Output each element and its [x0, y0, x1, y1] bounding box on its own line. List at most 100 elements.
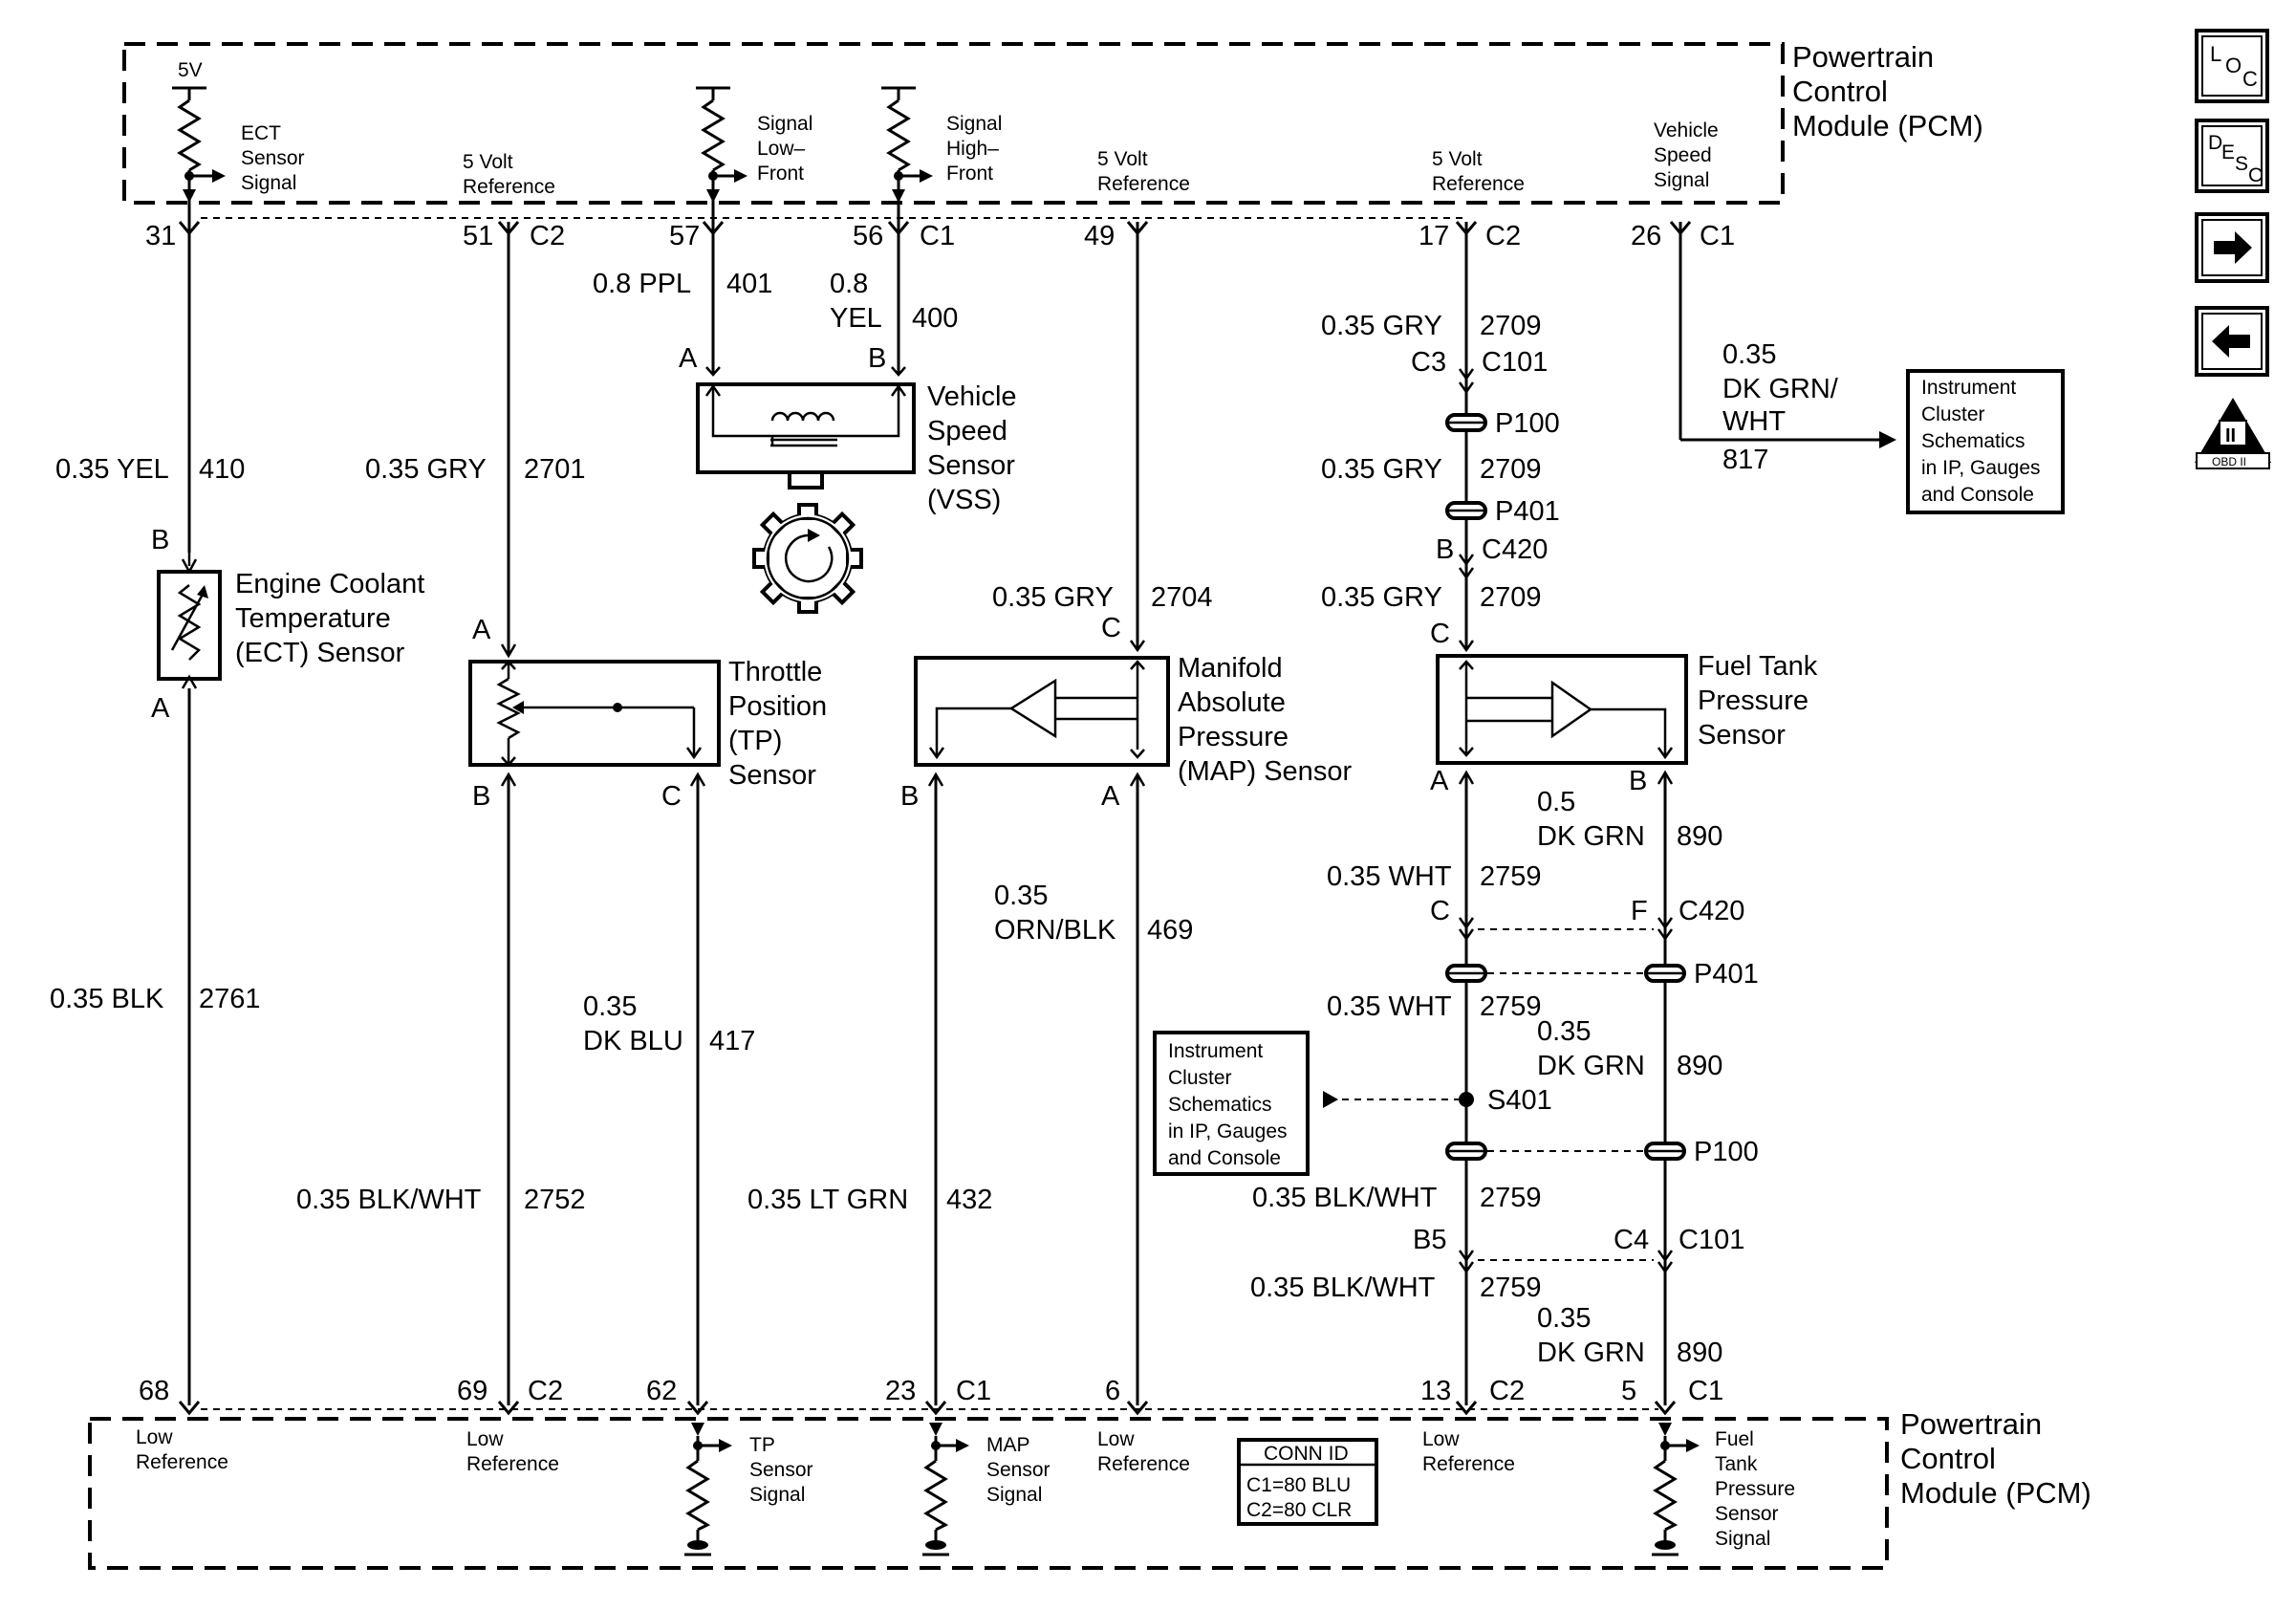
- ect-pin-a: A: [151, 693, 170, 724]
- pcm-bottom-title-3: Module (PCM): [1900, 1476, 2091, 1510]
- conn-s401: S401: [1487, 1085, 1552, 1116]
- desc-icon-s: S: [2235, 153, 2248, 175]
- conn-p100-a: P100: [1495, 408, 1560, 439]
- pin-c1-5: C1: [1688, 1376, 1723, 1406]
- conn-p401-a: P401: [1495, 496, 1560, 527]
- w469-circuit: 469: [1147, 915, 1193, 946]
- tp-signal-pulldown: [684, 1423, 732, 1556]
- vss-name-1: Vehicle: [927, 381, 1017, 412]
- w469-gauge-1: 0.35: [994, 881, 1048, 911]
- next-button[interactable]: [2195, 212, 2269, 283]
- tpsig-3: Signal: [749, 1484, 805, 1506]
- vss-sensor-body: [696, 382, 916, 474]
- sighigh-1: Signal: [946, 113, 1002, 135]
- ftpsig-5: Signal: [1715, 1528, 1770, 1550]
- obd-numeral: II: [2225, 425, 2236, 446]
- w2704-circuit: 2704: [1151, 582, 1213, 613]
- tp-circuit: 0.35 GRY 2701 A Throttle Position (TP) S…: [296, 221, 827, 1416]
- conn-id-box: CONN ID C1=80 BLU C2=80 CLR: [1237, 1438, 1378, 1526]
- ftp-name-3: Sensor: [1698, 720, 1786, 751]
- p100-bottom-right: [1644, 1142, 1686, 1161]
- lowref68-2: Reference: [136, 1451, 228, 1473]
- arrow-right-icon: [2214, 231, 2252, 264]
- w817-gauge-3: WHT: [1722, 406, 1786, 437]
- w890b-gauge-1: 0.35: [1537, 1016, 1591, 1047]
- ic-mid-3: Schematics: [1168, 1094, 1272, 1116]
- w400-gauge-1: 0.8: [830, 269, 868, 299]
- vss-signal-circuit: 0.35 DK GRN/ WHT 817 Instrument Cluster …: [1669, 221, 2065, 514]
- w890c-gauge-2: DK GRN: [1537, 1338, 1645, 1368]
- ect-name-3: (ECT) Sensor: [235, 638, 405, 668]
- map-pin-b: B: [900, 781, 919, 812]
- loc-button[interactable]: L O C: [2195, 29, 2269, 103]
- tp-name-1: Throttle: [728, 657, 822, 687]
- w2759d-circuit: 2759: [1480, 1273, 1542, 1303]
- pcm-bottom-border: [88, 1417, 1889, 1570]
- pin-c2-51: C2: [530, 221, 565, 251]
- p100-top: [1445, 413, 1487, 432]
- conn-f: F: [1631, 896, 1648, 926]
- w2709c-circuit: 2709: [1480, 582, 1542, 613]
- sig-low-pullup: [696, 86, 747, 222]
- pin-c2-13: C2: [1489, 1376, 1525, 1406]
- pin-17: 17: [1419, 221, 1449, 251]
- conn-c101-b: C101: [1679, 1225, 1744, 1255]
- pcm-bottom-title-1: Powertrain: [1900, 1407, 2042, 1441]
- w2752-gauge: 0.35 BLK/WHT: [296, 1185, 482, 1215]
- ect-name-2: Temperature: [235, 603, 391, 634]
- sighigh-3: Front: [946, 163, 993, 185]
- w890c-gauge-1: 0.35: [1537, 1303, 1591, 1334]
- obd-label: OBD II: [2212, 455, 2246, 468]
- mapsig-1: MAP: [986, 1434, 1030, 1456]
- map-circuit: 0.35 GRY 2704 C Manifold Absolute Pressu…: [747, 221, 1352, 1416]
- pcm-top-title-3: Module (PCM): [1792, 109, 1983, 142]
- prev-button[interactable]: [2195, 306, 2269, 377]
- pcm-top-title-1: Powertrain: [1792, 40, 1934, 74]
- pcm-top: Powertrain Control Module (PCM) 5V ECT S…: [122, 40, 1983, 251]
- pin-c1-23: C1: [956, 1376, 991, 1406]
- w410-circuit: 410: [199, 454, 245, 485]
- ftp-pin-b: B: [1629, 766, 1647, 796]
- tp-name-2: Position: [728, 691, 827, 722]
- conn-b5: B5: [1413, 1225, 1446, 1255]
- p401-bottom-right: [1644, 964, 1686, 983]
- conn-c420-a: C420: [1482, 534, 1548, 565]
- vss-circuit: 0.8 PPL 401 0.8 YEL 400 A B Vehicle Spee…: [593, 221, 1017, 614]
- arrow-left-icon: [2212, 325, 2250, 358]
- w417-circuit: 417: [709, 1026, 755, 1056]
- w2752-circuit: 2752: [524, 1185, 586, 1215]
- ftp-signal-pulldown: [1652, 1423, 1700, 1556]
- ftpsig-1: Fuel: [1715, 1428, 1754, 1450]
- vss-name-4: (VSS): [927, 485, 1001, 515]
- mapsig-3: Signal: [986, 1484, 1042, 1506]
- obd-ii-button[interactable]: II OBD II: [2195, 398, 2271, 469]
- map-signal-pulldown: [922, 1423, 969, 1556]
- tp-name-4: Sensor: [728, 760, 816, 791]
- ic-right-3: Schematics: [1921, 430, 2025, 452]
- w2759b-gauge: 0.35 WHT: [1327, 991, 1452, 1022]
- tp-sensor-body: [468, 660, 721, 767]
- vss-name-3: Sensor: [927, 450, 1015, 481]
- conn-b1: B: [1436, 534, 1454, 565]
- map-name-4: (MAP) Sensor: [1178, 756, 1352, 787]
- conn-c4: C4: [1614, 1225, 1649, 1255]
- lowref68-1: Low: [136, 1426, 173, 1448]
- lowref6-1: Low: [1097, 1428, 1135, 1450]
- ftp-pin-a: A: [1430, 766, 1449, 796]
- pin-c1-56: C1: [920, 221, 955, 251]
- w2709b-gauge: 0.35 GRY: [1321, 454, 1442, 485]
- loc-icon-c: C: [2242, 67, 2258, 91]
- ref49-1: 5 Volt: [1097, 148, 1148, 170]
- w401-circuit: 401: [726, 269, 772, 299]
- pin-26: 26: [1631, 221, 1661, 251]
- pcm-top-title-2: Control: [1792, 75, 1888, 108]
- ref49-2: Reference: [1097, 173, 1190, 195]
- ftp-name-1: Fuel Tank: [1698, 651, 1818, 682]
- desc-button[interactable]: D E S C: [2195, 119, 2269, 193]
- w2709c-gauge: 0.35 GRY: [1321, 582, 1442, 613]
- w2709a-circuit: 2709: [1480, 311, 1542, 341]
- w2701-circuit: 2701: [524, 454, 586, 485]
- pin-62: 62: [646, 1376, 677, 1406]
- p401-top: [1445, 501, 1487, 520]
